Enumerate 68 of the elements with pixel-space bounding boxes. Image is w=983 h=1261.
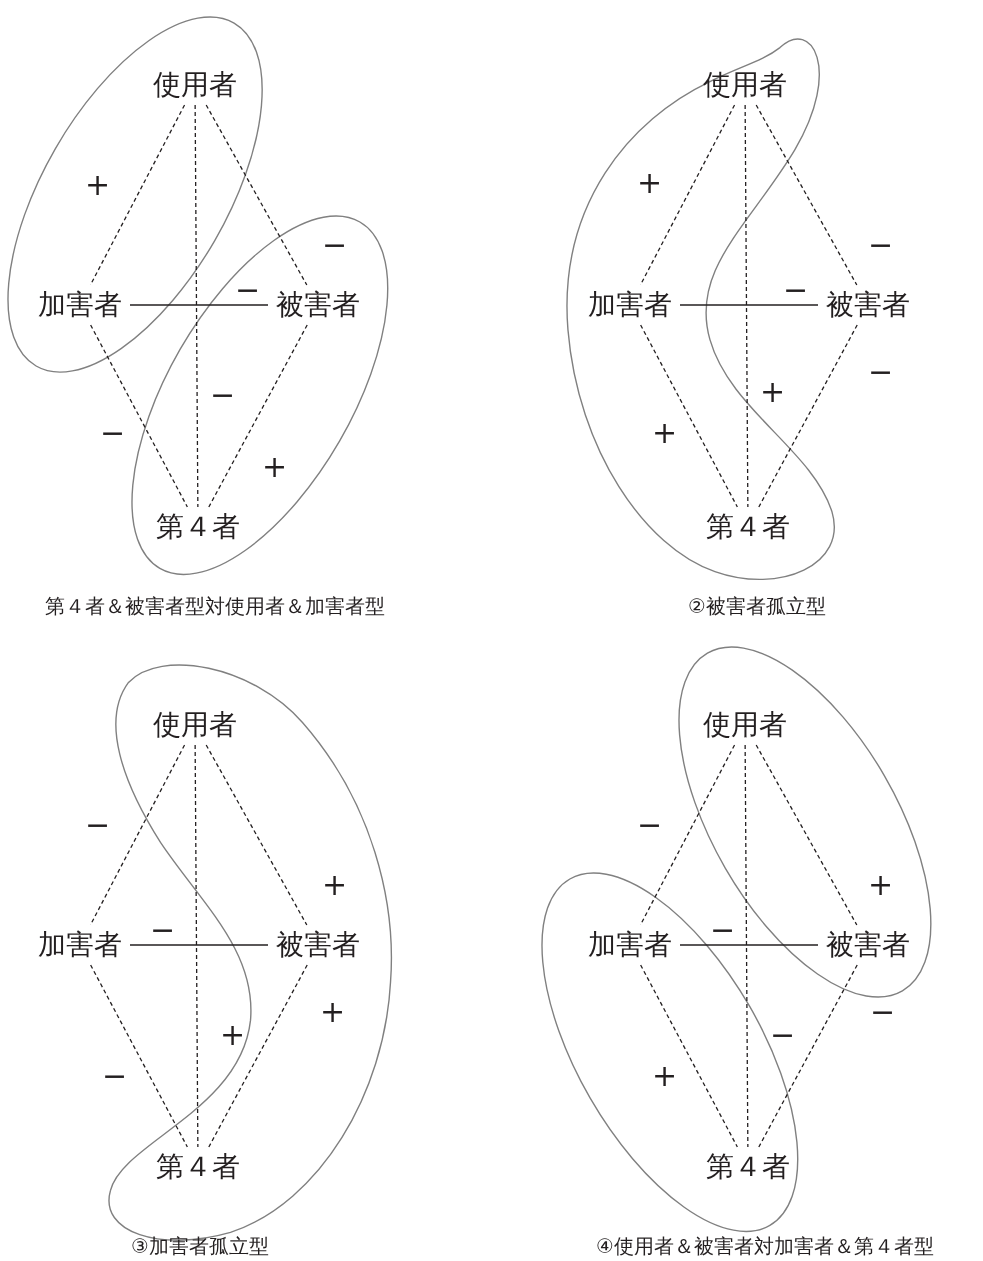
- edge-label: +: [320, 997, 346, 1027]
- group-outline: [678, 645, 932, 998]
- edge-label: +: [637, 168, 663, 198]
- dashed-line: [755, 104, 858, 286]
- edge-label: +: [652, 418, 678, 448]
- edge-label: −: [770, 1020, 796, 1050]
- dashed-line: [758, 964, 858, 1148]
- edge-label: −: [322, 230, 348, 260]
- dashed-line: [744, 104, 749, 508]
- dashed-line: [744, 744, 749, 1148]
- caption: ②被害者孤立型: [688, 593, 826, 620]
- dashed-line: [208, 964, 308, 1148]
- dashed-line: [205, 104, 308, 286]
- edge-label: +: [220, 1020, 246, 1050]
- edge-label: −: [637, 810, 663, 840]
- edge-label: −: [102, 1061, 128, 1091]
- caption: ③加害者孤立型: [131, 1233, 269, 1260]
- edge-label: −: [235, 275, 261, 305]
- dashed-line: [89, 324, 188, 508]
- party-label: 使用者: [697, 706, 793, 744]
- dashed-line: [640, 964, 738, 1148]
- edge-label: −: [85, 810, 111, 840]
- edge-label: +: [85, 170, 111, 200]
- party-label: 使用者: [697, 66, 793, 104]
- group-outline: [541, 871, 799, 1233]
- edge-label: +: [262, 452, 288, 482]
- group-outline: [6, 16, 264, 374]
- party-label: 第４者: [150, 1148, 246, 1186]
- relation-line: [679, 944, 819, 946]
- party-label: 加害者: [582, 286, 678, 324]
- party-label: 第４者: [150, 508, 246, 546]
- edge-label: −: [870, 997, 896, 1027]
- party-label: 加害者: [32, 926, 128, 964]
- group-outline: [131, 214, 389, 576]
- dashed-line: [194, 104, 199, 508]
- party-label: 加害者: [32, 286, 128, 324]
- edge-label: +: [760, 377, 786, 407]
- edge-label: +: [868, 870, 894, 900]
- edge-label: −: [150, 915, 176, 945]
- party-label: 使用者: [147, 66, 243, 104]
- edge-label: −: [868, 230, 894, 260]
- edge-label: +: [322, 870, 348, 900]
- relation-line: [129, 304, 269, 306]
- dashed-line: [755, 744, 858, 926]
- dashed-line: [194, 744, 199, 1148]
- dashed-line: [89, 964, 188, 1148]
- party-label: 被害者: [270, 286, 366, 324]
- edge-label: −: [783, 275, 809, 305]
- edge-label: +: [652, 1061, 678, 1091]
- dashed-line: [208, 324, 308, 508]
- edge-label: −: [868, 357, 894, 387]
- party-label: 被害者: [820, 926, 916, 964]
- party-label: 第４者: [700, 508, 796, 546]
- party-label: 使用者: [147, 706, 243, 744]
- relation-line: [129, 944, 269, 946]
- edge-label: −: [710, 915, 736, 945]
- dashed-line: [205, 744, 308, 926]
- edge-label: −: [100, 418, 126, 448]
- caption: ④使用者＆被害者対加害者＆第４者型: [596, 1233, 934, 1260]
- dashed-line: [640, 324, 738, 508]
- relation-line: [679, 304, 819, 306]
- party-label: 第４者: [700, 1148, 796, 1186]
- edge-label: −: [210, 380, 236, 410]
- dashed-line: [758, 324, 858, 508]
- party-label: 被害者: [270, 926, 366, 964]
- party-label: 加害者: [582, 926, 678, 964]
- party-label: 被害者: [820, 286, 916, 324]
- caption: 第４者＆被害者型対使用者＆加害者型: [45, 593, 385, 620]
